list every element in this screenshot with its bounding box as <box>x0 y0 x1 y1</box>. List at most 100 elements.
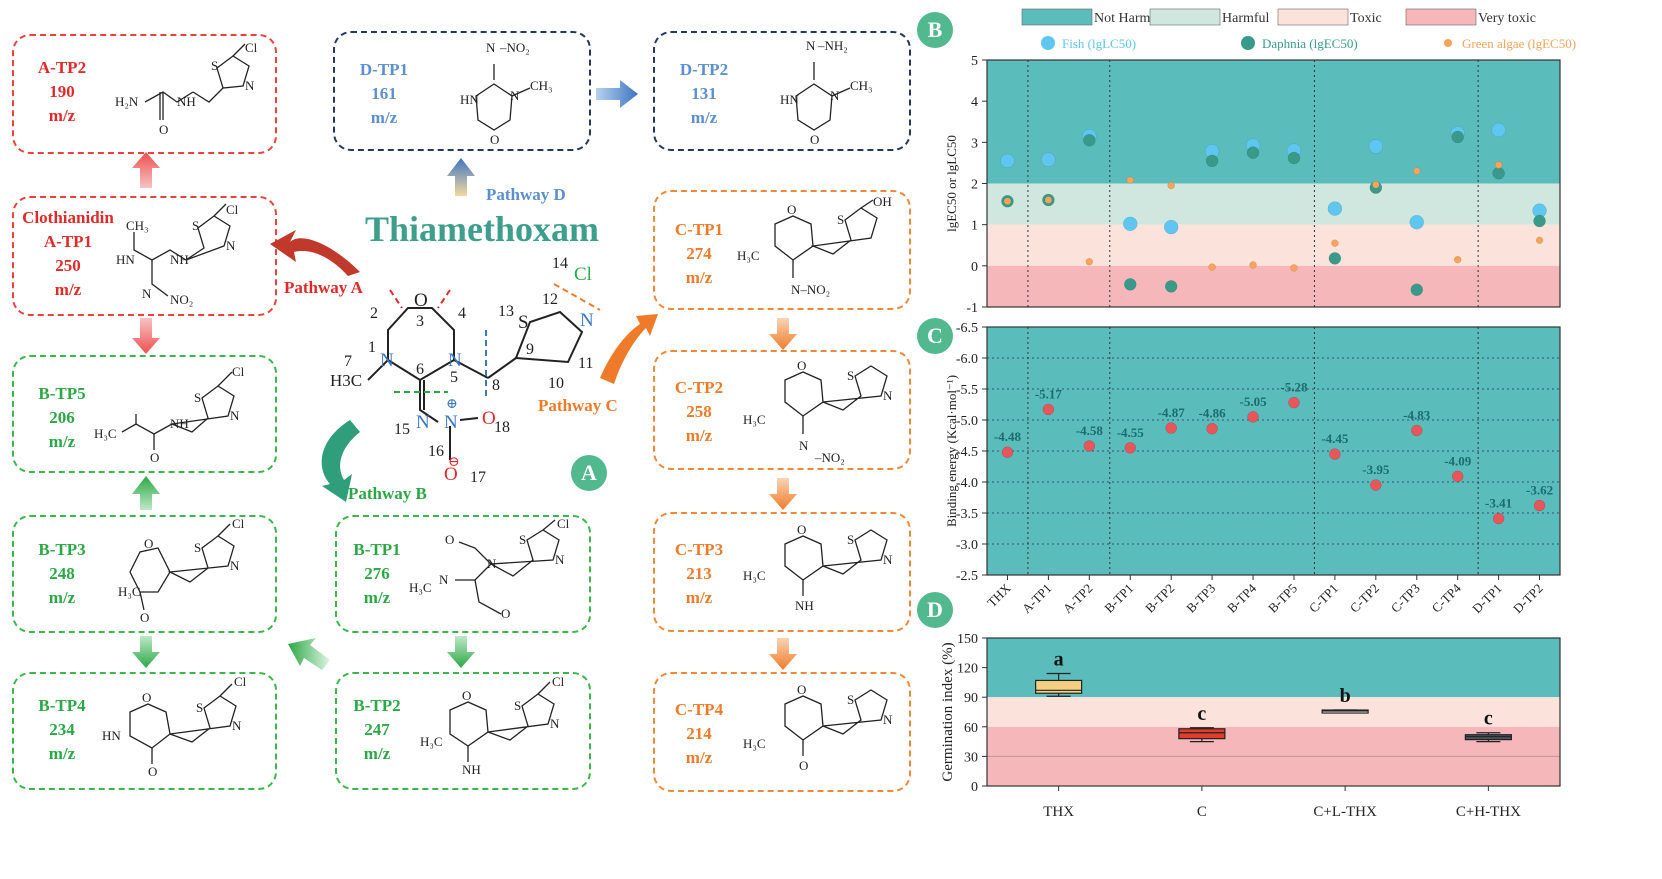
y-axis-label-b: lgEC50 or lgLC50 <box>944 135 959 232</box>
svg-text:CH₃: CH₃ <box>126 218 149 233</box>
svg-text:NH: NH <box>462 762 481 777</box>
atom-num-18: 18 <box>494 419 510 436</box>
atom-num-9: 9 <box>526 341 534 358</box>
legend-series-label: Fish (lgLC50) <box>1062 36 1136 51</box>
svg-text:N: N <box>142 286 152 301</box>
svg-text:N: N <box>555 552 565 567</box>
box <box>1178 728 1226 740</box>
atom-num-16: 16 <box>428 443 444 460</box>
zone-band-mid <box>987 697 1560 727</box>
svg-text:N: N <box>883 552 893 567</box>
atom-n11: N <box>580 310 594 331</box>
zone-band-0 <box>987 60 1560 184</box>
svg-text:N: N <box>230 558 240 573</box>
point-green <box>1453 255 1462 264</box>
x-tick-label: C <box>1197 804 1207 820</box>
label-b-tp2: B-TP2 247 m/z <box>342 694 412 766</box>
svg-text:N: N <box>226 238 236 253</box>
point-daphnia <box>1083 134 1096 147</box>
svg-text:O: O <box>797 522 806 537</box>
binding-point <box>1492 512 1505 525</box>
point-fish <box>1000 153 1015 169</box>
data-label: -5.05 <box>1239 394 1267 409</box>
product-mz: 276 <box>364 564 390 583</box>
svg-text:S: S <box>847 692 854 707</box>
pathway-c-label: Pathway C <box>538 396 618 415</box>
atom-n5: N <box>448 350 462 371</box>
product-alias: Clothianidin <box>22 208 114 227</box>
product-name: B-TP5 <box>38 384 86 403</box>
svg-text:S: S <box>194 390 201 405</box>
svg-text:H₃C: H₃C <box>743 736 766 751</box>
point-green <box>1331 239 1339 247</box>
significance-letter: c <box>1197 703 1206 725</box>
binding-point <box>1247 411 1259 423</box>
y-axis-label-c: Binding energy (Kcal·mol⁻¹) <box>944 375 959 527</box>
badge-b: B <box>917 12 953 48</box>
svg-text:HN: HN <box>460 92 479 107</box>
label-b-tp5: B-TP5 206 m/z <box>22 382 102 454</box>
label-c-tp1: C-TP1 274 m/z <box>662 218 736 290</box>
label-b-tp1: B-TP1 276 m/z <box>342 538 412 610</box>
svg-text:–NO₂: –NO₂ <box>499 40 530 55</box>
svg-text:O: O <box>799 758 808 773</box>
label-b-tp4: B-TP4 234 m/z <box>22 694 102 766</box>
product-mz: 213 <box>686 564 712 583</box>
binding-point <box>1288 396 1300 409</box>
svg-text:CH₃: CH₃ <box>850 78 873 93</box>
binding-point <box>1165 422 1177 434</box>
data-label: -5.28 <box>1280 380 1308 395</box>
x-tick-label: C-TP1 <box>1306 581 1341 616</box>
svg-text:N: N <box>245 78 255 93</box>
product-name: C-TP4 <box>674 700 724 719</box>
svg-text:S: S <box>847 368 854 383</box>
svg-text:CH₃: CH₃ <box>530 78 553 93</box>
atom-num-14: 14 <box>552 255 568 272</box>
box-b-tp4 <box>12 672 277 790</box>
atom-num-6: 6 <box>416 361 424 378</box>
svg-text:O: O <box>490 132 499 147</box>
y-tick-label: 4 <box>971 95 978 110</box>
svg-text:Cl: Cl <box>232 518 245 531</box>
point-fish <box>1368 139 1384 154</box>
product-unit: m/z <box>48 432 76 451</box>
data-label: -4.45 <box>1321 431 1349 446</box>
point-fish <box>1491 122 1506 138</box>
product-name: C-TP2 <box>674 378 724 397</box>
legend-label: Toxic <box>1350 11 1382 26</box>
x-tick-label: D-TP1 <box>1469 581 1505 617</box>
center-title: Thiamethoxam <box>365 209 599 249</box>
significance-letter: b <box>1340 685 1351 707</box>
svg-text:O: O <box>787 202 796 217</box>
label-c-tp2: C-TP2 258 m/z <box>662 376 736 448</box>
legend-series-label: Green algae (lgEC50) <box>1462 36 1576 51</box>
svg-text:O: O <box>797 682 806 697</box>
svg-text:O: O <box>797 358 806 373</box>
label-d-tp1: D-TP1 161 m/z <box>348 58 420 130</box>
product-unit: m/z <box>370 108 398 127</box>
plot-frame-c <box>986 326 1561 576</box>
legend-swatch-0 <box>1021 8 1093 26</box>
product-unit: m/z <box>363 588 391 607</box>
product-unit: m/z <box>48 588 76 607</box>
atom-o17: O <box>444 464 458 485</box>
svg-text:NH: NH <box>177 94 196 109</box>
point-daphnia <box>1205 154 1219 168</box>
svg-text:N: N <box>550 716 560 731</box>
x-tick-label: A-TP1 <box>1019 581 1055 617</box>
box-b-tp3 <box>12 515 277 633</box>
svg-text:H₃C: H₃C <box>737 248 760 263</box>
svg-text:NH: NH <box>170 416 189 431</box>
product-unit: m/z <box>685 268 713 287</box>
product-name: B-TP3 <box>38 540 86 559</box>
point-daphnia <box>1533 214 1546 228</box>
y-tick-label: -2.5 <box>956 569 978 584</box>
methyl-group: H3C <box>330 371 362 390</box>
svg-text:N: N <box>510 88 520 103</box>
point-green <box>1535 236 1544 245</box>
product-mz: 258 <box>686 402 712 421</box>
